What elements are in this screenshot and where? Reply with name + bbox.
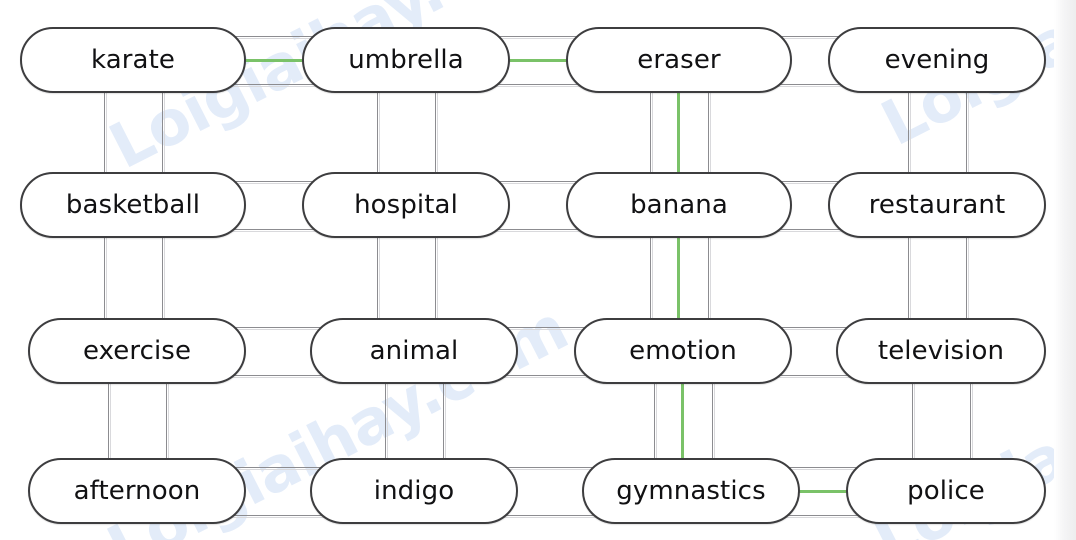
word-node-umbrella[interactable]: umbrella: [302, 27, 510, 93]
word-node-animal[interactable]: animal: [310, 318, 518, 384]
word-node-label: afternoon: [73, 476, 201, 506]
word-node-label: hospital: [354, 190, 458, 220]
word-node-label: umbrella: [348, 45, 464, 75]
word-node-banana[interactable]: banana: [566, 172, 792, 238]
word-node-label: eraser: [637, 45, 721, 75]
word-node-evening[interactable]: evening: [828, 27, 1046, 93]
word-node-label: karate: [91, 45, 175, 75]
word-node-label: banana: [630, 190, 728, 220]
word-node-label: police: [907, 476, 985, 506]
word-node-label: indigo: [373, 476, 455, 506]
word-node-restaurant[interactable]: restaurant: [828, 172, 1046, 238]
word-node-label: animal: [369, 336, 459, 366]
word-node-label: television: [877, 336, 1005, 366]
word-node-exercise[interactable]: exercise: [28, 318, 246, 384]
word-node-television[interactable]: television: [836, 318, 1046, 384]
word-node-afternoon[interactable]: afternoon: [28, 458, 246, 524]
word-node-indigo[interactable]: indigo: [310, 458, 518, 524]
word-node-label: basketball: [65, 190, 201, 220]
word-node-hospital[interactable]: hospital: [302, 172, 510, 238]
word-node-basketball[interactable]: basketball: [20, 172, 246, 238]
word-node-label: evening: [884, 45, 990, 75]
word-node-label: gymnastics: [616, 476, 766, 506]
word-node-police[interactable]: police: [846, 458, 1046, 524]
right-edge-shading: [1054, 0, 1076, 540]
word-node-gymnastics[interactable]: gymnastics: [582, 458, 800, 524]
word-node-label: emotion: [629, 336, 737, 366]
word-node-karate[interactable]: karate: [20, 27, 246, 93]
word-node-eraser[interactable]: eraser: [566, 27, 792, 93]
word-node-label: exercise: [82, 336, 192, 366]
word-node-emotion[interactable]: emotion: [574, 318, 792, 384]
word-node-label: restaurant: [868, 190, 1006, 220]
